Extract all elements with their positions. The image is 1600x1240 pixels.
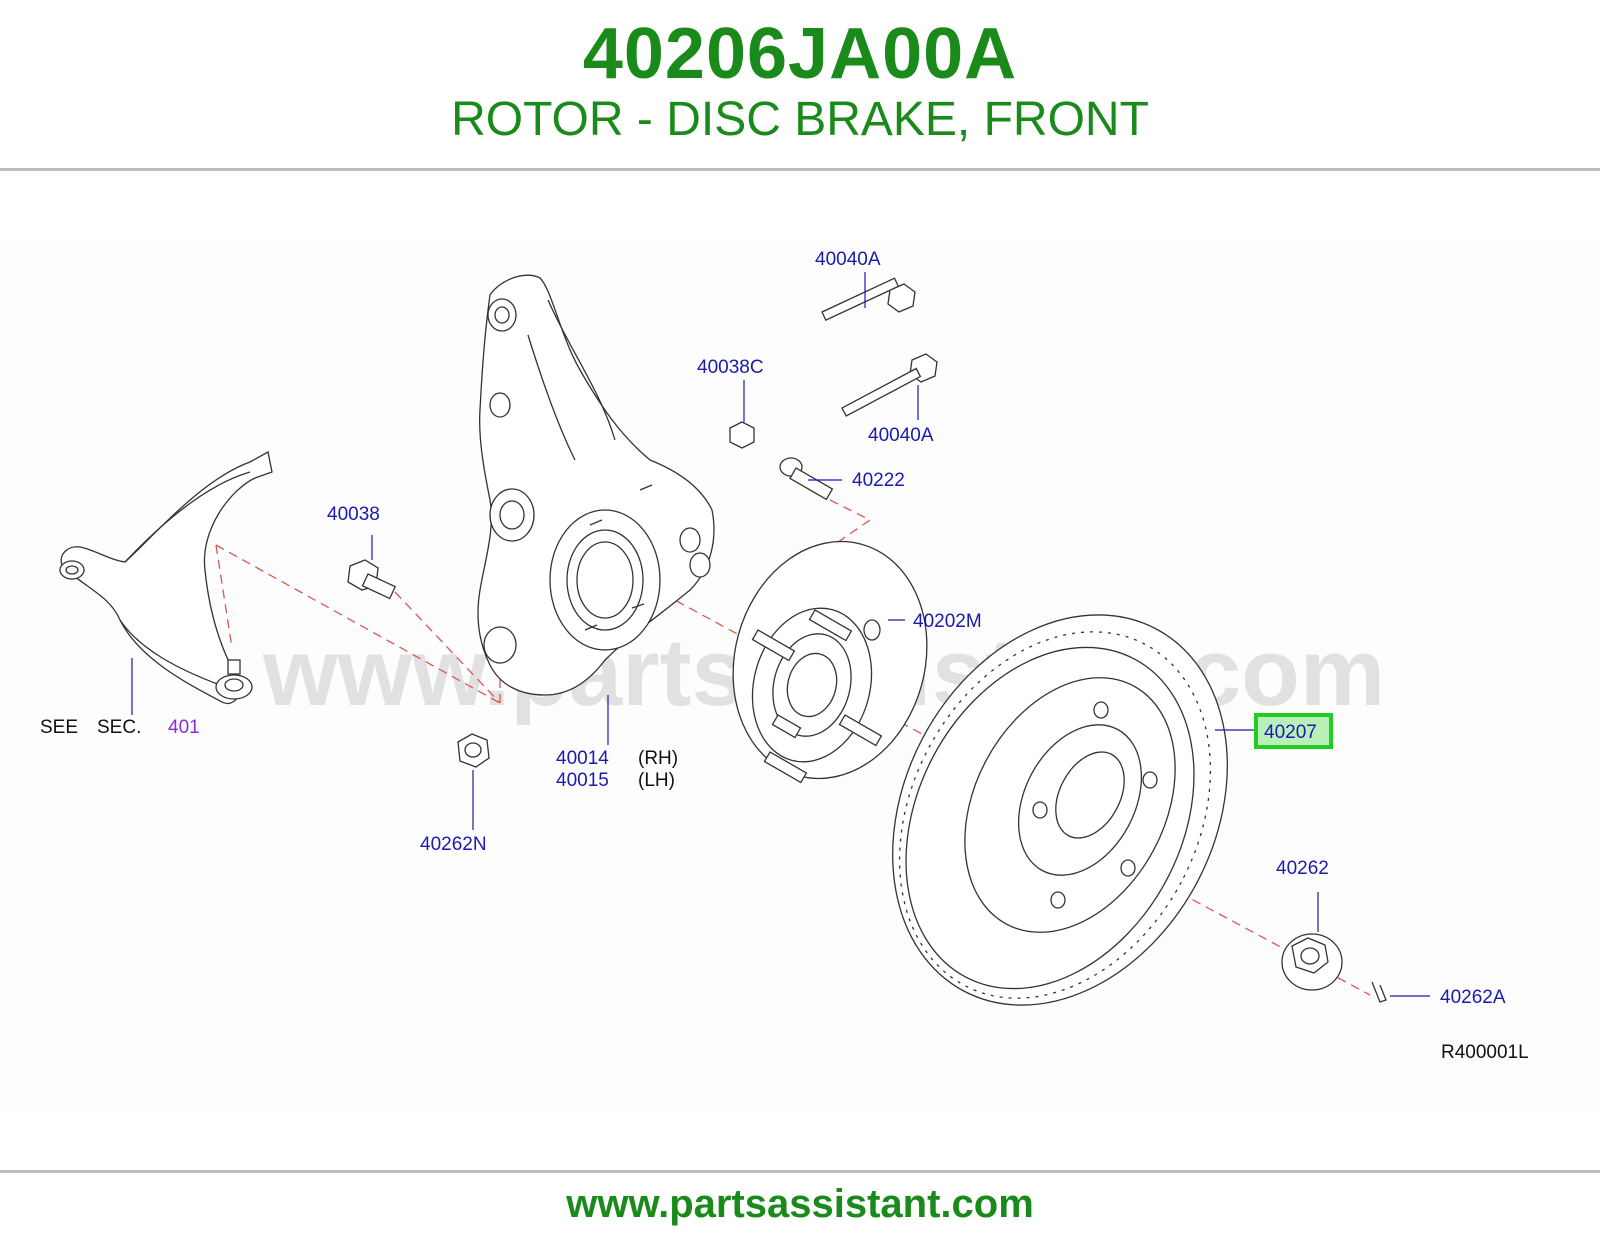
bolt-40038 bbox=[347, 559, 397, 600]
nut-40038C bbox=[729, 421, 755, 449]
footer-divider bbox=[0, 1170, 1600, 1173]
cotter-pin-40262A bbox=[1371, 981, 1387, 1003]
diagram-canvas: www.partsassistant.com SEE SEC. 401 bbox=[40, 249, 1529, 1063]
bolt-40040A-lower bbox=[841, 353, 938, 417]
highlight-box-40207 bbox=[1254, 713, 1333, 749]
callout-40038[interactable]: 40038 bbox=[327, 504, 380, 525]
callout-40014[interactable]: 40014 bbox=[556, 748, 609, 769]
callout-40015[interactable]: 40015 bbox=[556, 770, 609, 791]
part-description-title: ROTOR - DISC BRAKE, FRONT bbox=[451, 93, 1149, 146]
diagram-code: R400001L bbox=[1441, 1042, 1529, 1063]
stud-40222 bbox=[779, 457, 834, 501]
parts-diagram: www.partsassistant.com SEE SEC. 401 bbox=[0, 240, 1600, 1110]
callout-40262[interactable]: 40262 bbox=[1276, 858, 1329, 879]
callout-40202M[interactable]: 40202M bbox=[913, 611, 982, 632]
page-header: 40206JA00A ROTOR - DISC BRAKE, FRONT bbox=[0, 0, 1600, 170]
callout-40207[interactable]: 40207 bbox=[1264, 722, 1317, 743]
nut-40262N bbox=[457, 733, 490, 768]
steering-knuckle bbox=[477, 274, 715, 696]
bolt-40040A-upper bbox=[821, 277, 916, 322]
lower-control-arm bbox=[59, 450, 273, 705]
hub-assembly bbox=[732, 540, 928, 784]
callout-40040A-bottom[interactable]: 40040A bbox=[868, 425, 934, 446]
callout-40015-side: (LH) bbox=[638, 770, 675, 791]
callout-40038C[interactable]: 40038C bbox=[697, 357, 764, 378]
callout-40014-side: (RH) bbox=[638, 748, 678, 769]
sec-label: SEC. bbox=[97, 717, 141, 738]
hub-nut-40262 bbox=[1281, 933, 1343, 991]
callout-40262N[interactable]: 40262N bbox=[420, 834, 487, 855]
see-label: SEE bbox=[40, 717, 78, 738]
callout-40222[interactable]: 40222 bbox=[852, 470, 905, 491]
footer-url[interactable]: www.partsassistant.com bbox=[566, 1182, 1034, 1226]
brake-rotor-disc bbox=[892, 614, 1228, 1006]
header-divider bbox=[0, 168, 1600, 171]
callout-40262A[interactable]: 40262A bbox=[1440, 987, 1506, 1008]
section-ref-401[interactable]: 401 bbox=[168, 717, 200, 738]
callout-40040A-top[interactable]: 40040A bbox=[815, 249, 881, 270]
part-number-title: 40206JA00A bbox=[582, 14, 1018, 94]
